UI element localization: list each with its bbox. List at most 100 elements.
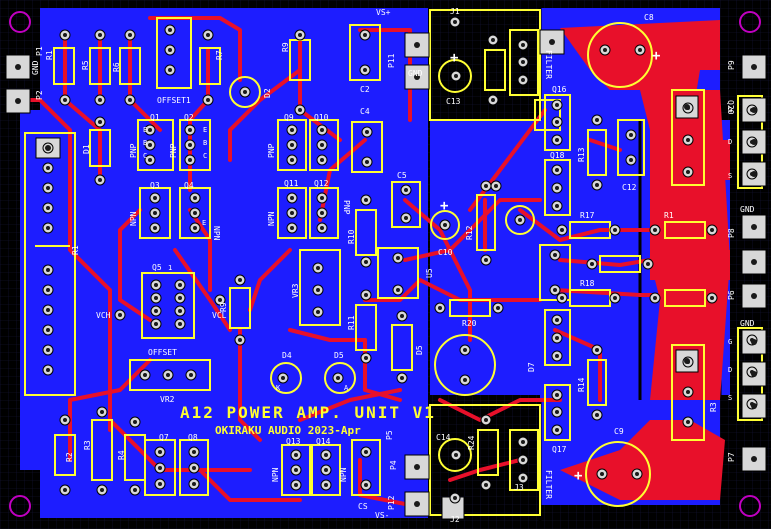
pad-hole xyxy=(484,483,488,487)
label-r13: R13 xyxy=(577,147,586,162)
label-vch: VCH xyxy=(96,311,111,320)
pad-hole xyxy=(168,28,172,32)
label-r3-right: R3 xyxy=(709,402,718,412)
label-p12: P12 xyxy=(387,495,396,510)
pad-hole xyxy=(484,418,488,422)
pad-hole xyxy=(404,188,408,192)
label-q9: Q9 xyxy=(284,113,294,122)
pad-hole xyxy=(555,120,559,124)
pad-hole xyxy=(553,288,557,292)
label-cs: CS xyxy=(358,502,368,511)
pad-hole xyxy=(555,354,559,358)
pad-hole xyxy=(555,103,559,107)
label-j2: J2 xyxy=(450,515,460,524)
pad-hole xyxy=(153,226,157,230)
pad-hole xyxy=(290,226,294,230)
label-r3: R3 xyxy=(83,440,92,450)
pad-hole xyxy=(153,196,157,200)
pad-hole xyxy=(316,310,320,314)
pad-hole xyxy=(290,128,294,132)
label-gnd-right2: GND xyxy=(740,319,755,328)
pad-hole xyxy=(336,376,340,380)
pad-hole xyxy=(168,68,172,72)
pad-hole xyxy=(603,48,607,52)
pad-hole xyxy=(188,143,192,147)
pad-hole xyxy=(751,456,757,462)
pad-hole xyxy=(686,138,690,142)
label-q13: Q13 xyxy=(286,437,301,446)
pad-hole xyxy=(63,98,67,102)
pad-hole xyxy=(365,160,369,164)
label-q14: Q14 xyxy=(316,437,331,446)
pad-hole xyxy=(751,293,757,299)
label-c9: C9 xyxy=(614,427,624,436)
board-author: OKIRAKU AUDIO 2023-Apr xyxy=(215,424,361,437)
pad-hole xyxy=(590,262,594,266)
label-c4: C4 xyxy=(360,107,370,116)
pad-hole xyxy=(294,483,298,487)
pad-hole xyxy=(294,468,298,472)
label-vr3: VR3 xyxy=(291,283,300,298)
component-outlines xyxy=(53,9,763,516)
pad-hole xyxy=(453,20,457,24)
label-r5: R5 xyxy=(81,60,90,70)
pad-hole xyxy=(751,224,757,230)
label-q7: Q7 xyxy=(159,433,169,442)
pad-hole xyxy=(281,376,285,380)
label-q18: Q18 xyxy=(550,151,565,160)
pad-hole xyxy=(118,313,122,317)
polarity-c8: + xyxy=(652,48,660,64)
pad-hole xyxy=(15,98,21,104)
pad-hole xyxy=(751,171,757,177)
pad-hole xyxy=(100,410,104,414)
label-c8: C8 xyxy=(644,13,654,22)
pin-s2: S xyxy=(728,172,732,180)
label-gnd-right1: GND xyxy=(740,205,755,214)
pad-hole xyxy=(316,266,320,270)
pad-hole xyxy=(555,168,559,172)
pin-b1: B xyxy=(143,139,147,147)
pin-e3: E xyxy=(202,219,206,227)
pad-hole xyxy=(320,211,324,215)
pad-hole xyxy=(364,483,368,487)
pad-hole xyxy=(560,228,564,232)
label-q1: Q1 xyxy=(150,113,160,122)
label-r7: R7 xyxy=(215,50,224,60)
pad-hole xyxy=(364,450,368,454)
pad-hole xyxy=(364,293,368,297)
label-d5: D5 xyxy=(415,345,424,355)
pad-hole xyxy=(443,223,447,227)
pad-hole xyxy=(148,158,152,162)
pad-hole xyxy=(613,228,617,232)
pad-hole xyxy=(46,268,50,272)
pad-hole xyxy=(686,420,690,424)
label-offset: OFFSET xyxy=(148,348,177,357)
label-c10: C10 xyxy=(438,248,453,257)
label-pnp-1: PNP xyxy=(129,143,138,158)
pad-hole xyxy=(595,348,599,352)
pad-hole xyxy=(188,158,192,162)
pad-hole xyxy=(521,476,525,480)
pad-hole xyxy=(178,296,182,300)
label-d4: D4 xyxy=(282,351,292,360)
pad-hole xyxy=(555,410,559,414)
label-r1-right: R1 xyxy=(664,211,674,220)
label-filter-bottom: FILTER xyxy=(544,470,553,499)
pad-hole xyxy=(751,64,757,70)
label-j3: J3 xyxy=(514,483,524,492)
pad-hole xyxy=(243,90,247,94)
label-r18: R18 xyxy=(580,279,595,288)
pad-hole xyxy=(98,120,102,124)
pad-hole xyxy=(521,43,525,47)
pin-g1: G xyxy=(728,338,732,346)
pad-hole xyxy=(320,196,324,200)
label-vcl: VCL xyxy=(212,311,227,320)
pad-hole xyxy=(298,108,302,112)
label-offset1: OFFSET1 xyxy=(157,96,191,105)
pad-hole xyxy=(153,211,157,215)
pad-hole xyxy=(193,226,197,230)
pad-hole xyxy=(294,453,298,457)
pad-hole xyxy=(595,413,599,417)
pad-hole xyxy=(290,143,294,147)
pad-hole xyxy=(454,453,458,457)
